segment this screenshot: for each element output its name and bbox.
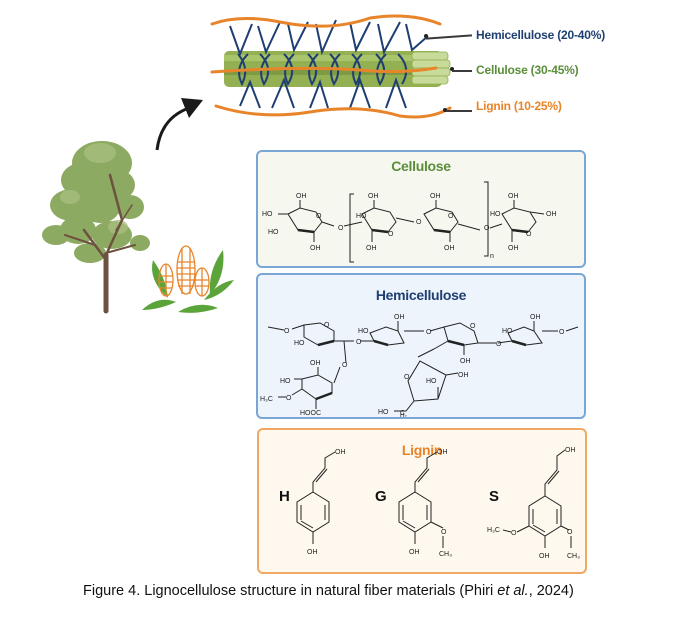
- svg-text:O: O: [470, 323, 476, 330]
- svg-text:O: O: [511, 530, 517, 537]
- svg-text:HO: HO: [280, 378, 291, 385]
- svg-text:O: O: [426, 329, 432, 336]
- svg-text:O: O: [448, 213, 454, 220]
- cellulose-label: Cellulose (30-45%): [476, 63, 579, 77]
- svg-text:OH: OH: [335, 449, 346, 456]
- svg-text:CH₃: CH₃: [439, 551, 452, 558]
- svg-text:OH: OH: [546, 211, 557, 218]
- svg-text:O: O: [416, 219, 422, 226]
- atom-label: OH: [296, 193, 307, 200]
- lignin-monomer-g-label: G: [375, 488, 387, 505]
- svg-text:O: O: [356, 339, 362, 346]
- svg-text:O: O: [286, 395, 292, 402]
- hemicellulose-label: Hemicellulose (20-40%): [476, 28, 605, 42]
- corn-wheat-icon: [142, 245, 234, 313]
- svg-text:n: n: [490, 253, 494, 260]
- svg-text:OH: OH: [458, 372, 469, 379]
- svg-text:HO: HO: [268, 229, 279, 236]
- cellulose-panel-title: Cellulose: [391, 158, 451, 174]
- svg-text:O: O: [496, 341, 502, 348]
- svg-text:O: O: [484, 225, 490, 232]
- curved-arrow-icon: [155, 98, 203, 151]
- cellulose-structure: OH HO HO OH O O OH HO OH O O OH O OH n O…: [262, 181, 557, 263]
- svg-text:O: O: [404, 374, 410, 381]
- lignin-monomer-h-label: H: [279, 488, 290, 505]
- svg-text:OH: OH: [409, 549, 420, 556]
- svg-text:O: O: [338, 225, 344, 232]
- svg-text:OH: OH: [437, 449, 448, 456]
- lignin-panel-title: Lignin: [401, 442, 443, 458]
- svg-text:OH: OH: [508, 245, 519, 252]
- svg-text:OH: OH: [366, 245, 377, 252]
- svg-text:OH: OH: [539, 553, 550, 560]
- svg-text:OH: OH: [310, 360, 321, 367]
- svg-text:HO: HO: [356, 213, 367, 220]
- svg-text:HO: HO: [294, 340, 305, 347]
- svg-text:OH: OH: [444, 245, 455, 252]
- svg-text:HO: HO: [426, 378, 437, 385]
- svg-text:H₃C: H₃C: [260, 396, 273, 403]
- cellulose-leader-line: [452, 70, 472, 72]
- svg-text:H₂: H₂: [400, 413, 407, 417]
- svg-text:OH: OH: [530, 314, 541, 321]
- tree-icon: [42, 141, 150, 314]
- hemicellulose-panel: Hemicellulose O: [256, 273, 586, 419]
- svg-text:OH: OH: [368, 193, 379, 200]
- lignin-structures: OH OH OH OH O CH₃ OH OH O H₃C O CH₃: [296, 447, 580, 560]
- svg-text:HOOC: HOOC: [300, 410, 321, 417]
- svg-text:O: O: [526, 231, 532, 238]
- lignin-strands: [210, 14, 452, 119]
- cellulose-panel: Cellulose OH HO HO OH O: [256, 150, 586, 268]
- hemicellulose-strands: [229, 19, 429, 109]
- lignin-monomer-s-label: S: [489, 488, 500, 505]
- hemicellulose-structure: O HO O O O OH HO H₃C O HOOC HO OH O O OH…: [260, 314, 579, 417]
- microfibril-illustration: [210, 14, 454, 119]
- svg-text:OH: OH: [565, 447, 576, 454]
- svg-text:OH: OH: [394, 314, 405, 321]
- svg-text:HO: HO: [490, 211, 501, 218]
- caption-italic: et al.: [497, 583, 529, 599]
- svg-text:OH: OH: [430, 193, 441, 200]
- lignin-leader-line: [446, 110, 472, 112]
- figure-caption: Figure 4. Lignocellulose structure in na…: [83, 583, 574, 599]
- svg-text:O: O: [316, 213, 322, 220]
- svg-text:O: O: [567, 529, 573, 536]
- svg-text:O: O: [559, 329, 565, 336]
- svg-text:H₃C: H₃C: [487, 527, 500, 534]
- svg-text:OH: OH: [307, 549, 318, 556]
- svg-text:C: C: [400, 410, 405, 417]
- svg-text:O: O: [342, 362, 348, 369]
- hemicellulose-panel-title: Hemicellulose: [375, 287, 467, 303]
- lignin-label: Lignin (10-25%): [476, 99, 562, 113]
- svg-text:HO: HO: [358, 328, 369, 335]
- svg-text:OH: OH: [508, 193, 519, 200]
- svg-text:O: O: [284, 328, 290, 335]
- svg-text:HO: HO: [378, 409, 389, 416]
- caption-text: Figure 4. Lignocellulose structure in na…: [83, 583, 498, 599]
- caption-year: , 2024): [528, 583, 574, 599]
- svg-text:HO: HO: [262, 211, 273, 218]
- lignin-panel: Lignin H G S OH OH OH OH: [257, 428, 587, 574]
- svg-text:OH: OH: [310, 245, 321, 252]
- svg-text:CH₃: CH₃: [567, 553, 580, 560]
- svg-text:O: O: [388, 231, 394, 238]
- svg-text:O: O: [441, 529, 447, 536]
- svg-text:OH: OH: [460, 358, 471, 365]
- svg-text:O: O: [324, 322, 330, 329]
- svg-text:HO: HO: [502, 328, 513, 335]
